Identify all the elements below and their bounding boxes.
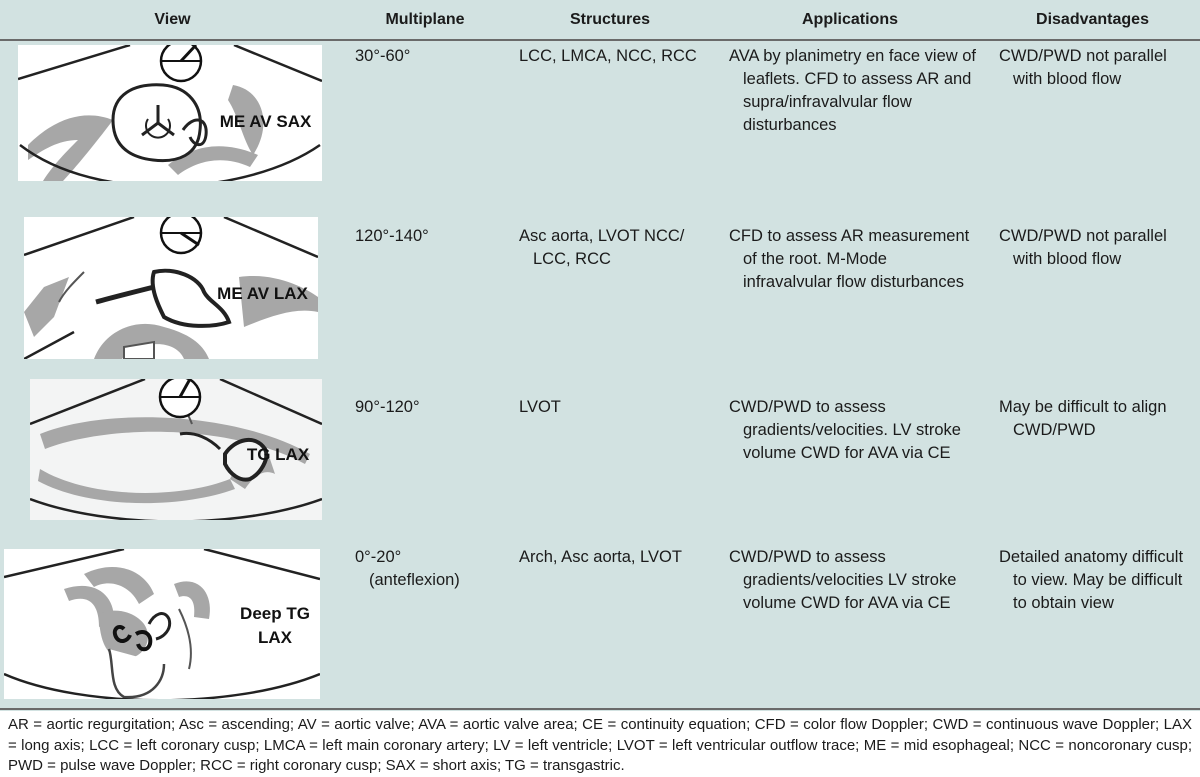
probe-angle-icon (159, 217, 203, 255)
abbreviations-footnote: AR = aortic regurgitation; Asc = ascendi… (0, 711, 1200, 775)
disadvantages-cell: CWD/PWD not parallel with blood flow (999, 227, 1167, 268)
header-divider (0, 39, 1200, 41)
view-label: TG LAX (246, 445, 310, 464)
applications-cell: CFD to assess AR measurement of the root… (729, 227, 970, 291)
me-av-sax-illustration (18, 45, 322, 181)
disadvantages-cell: CWD/PWD not parallel with blood flow (999, 47, 1167, 88)
view-label: ME AV LAX (217, 284, 308, 303)
structures-cell: LCC, LMCA, NCC, RCC (519, 47, 697, 65)
structures-cell: Asc aorta, LVOT NCC/ LCC, RCC (519, 227, 685, 268)
view-label: ME AV SAX (219, 112, 312, 131)
header-applications: Applications (801, 11, 898, 28)
view-label-line2: LAX (258, 628, 292, 647)
header-structures: Structures (569, 11, 651, 28)
applications-cell: AVA by planimetry en face view of leafle… (729, 47, 977, 134)
view-label-line1: Deep TG (240, 604, 310, 623)
structures-cell: LVOT (519, 398, 561, 416)
multiplane-cell: 90°-120° (355, 398, 420, 416)
deep-tg-lax-illustration (4, 549, 320, 699)
multiplane-cell: 120°-140° (355, 227, 429, 245)
structures-cell: Arch, Asc aorta, LVOT (519, 548, 682, 566)
header-multiplane: Multiplane (385, 11, 465, 28)
multiplane-cell: 30°-60° (355, 47, 411, 65)
me-av-lax-illustration (24, 217, 318, 359)
disadvantages-cell: May be difficult to align CWD/PWD (999, 398, 1167, 439)
multiplane-cell: 0°-20° (355, 548, 402, 566)
header-view: View (154, 11, 191, 28)
disadvantages-cell: Detailed anatomy difficult to view. May … (999, 548, 1184, 612)
probe-angle-icon (159, 45, 203, 83)
me-av-sax-diagram: ME AV SAX (18, 45, 322, 181)
applications-cell: CWD/PWD to assess gradients/velocities L… (729, 548, 957, 612)
applications-cell: CWD/PWD to assess gradients/velocities. … (729, 398, 961, 462)
footnote-divider (0, 708, 1200, 710)
header-disadvantages: Disadvantages (1036, 11, 1149, 28)
tg-lax-illustration (30, 379, 322, 520)
deep-tg-lax-diagram: Deep TG LAX (4, 549, 320, 699)
multiplane-cell-note: (anteflexion) (369, 571, 460, 589)
tg-lax-diagram: TG LAX (30, 379, 322, 520)
me-av-lax-diagram: ME AV LAX (24, 217, 318, 359)
